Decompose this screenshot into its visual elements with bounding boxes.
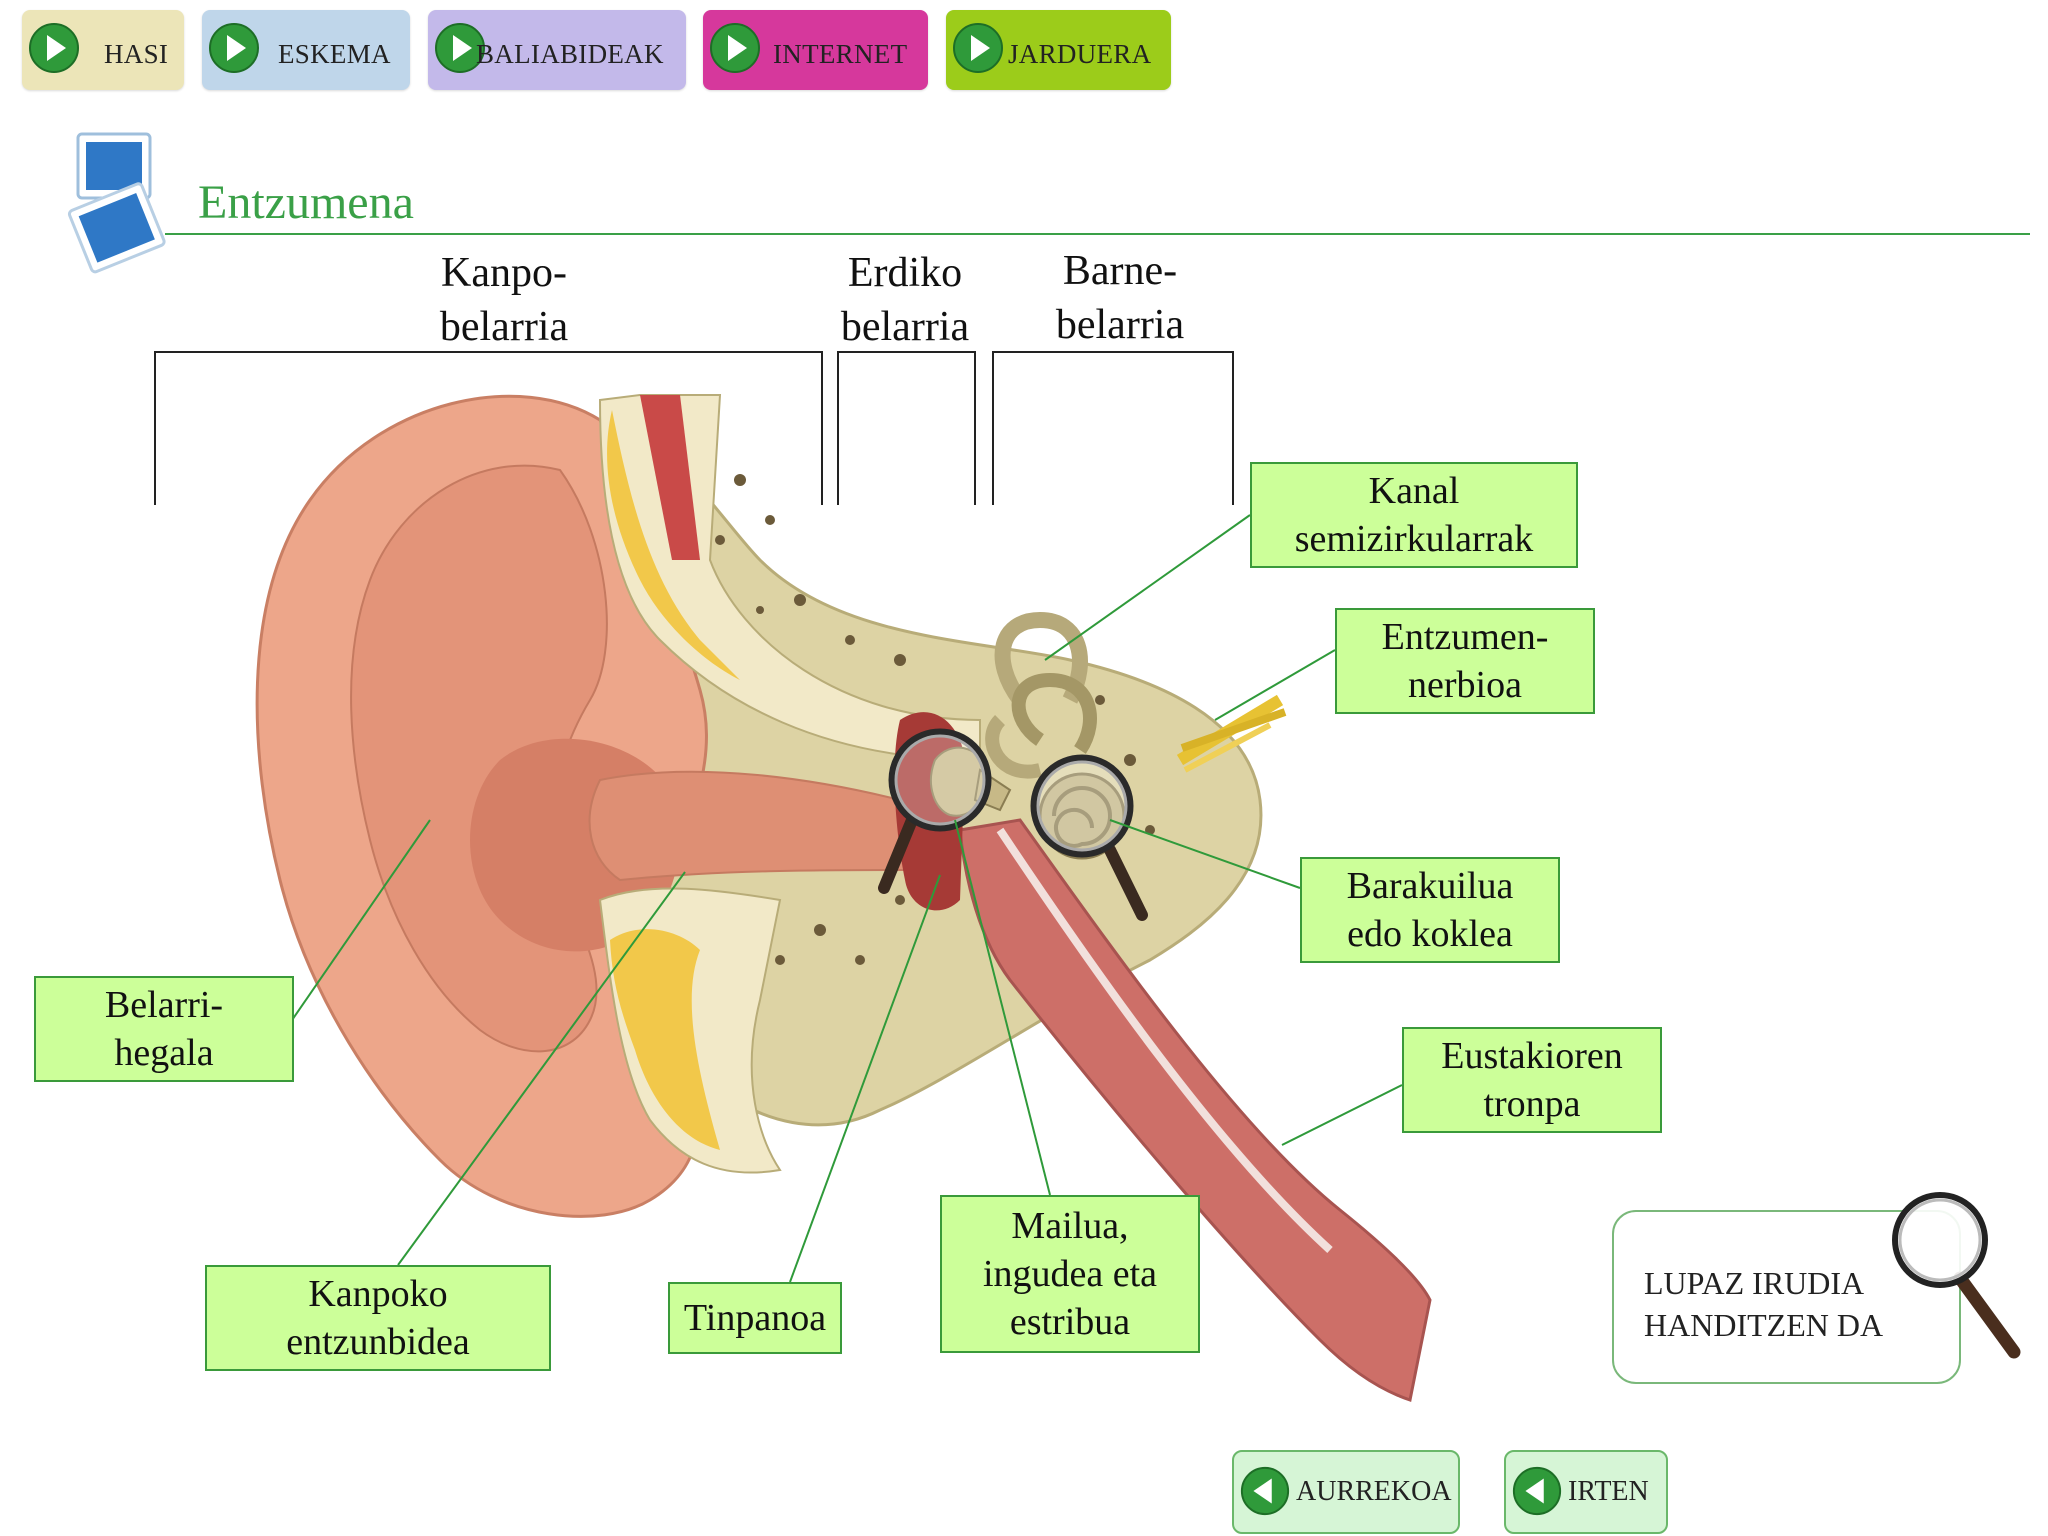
nav-jarduera-button[interactable]: JARDUERA <box>946 10 1171 90</box>
nav-eskema-button[interactable]: ESKEMA <box>202 10 410 90</box>
nav-baliabideak-button[interactable]: BALIABIDEAK <box>428 10 686 90</box>
header-middle-ear: Erdiko belarria <box>840 250 970 350</box>
back-button-label: AURREKOA <box>1296 1476 1452 1507</box>
back-button[interactable]: AURREKOA <box>1232 1450 1460 1534</box>
label-auditory-nerve: Entzumen- nerbioa <box>1335 608 1595 714</box>
play-icon <box>953 23 1003 73</box>
header-outer-ear: Kanpo- belarria <box>439 250 569 350</box>
title-divider <box>165 233 2030 235</box>
back-arrow-icon <box>1512 1466 1562 1516</box>
play-icon <box>435 23 485 73</box>
label-semicircular-canals: Kanal semizirkularrak <box>1250 462 1578 568</box>
nav-label: ESKEMA <box>278 39 391 69</box>
back-arrow-icon <box>1240 1466 1290 1516</box>
magnifier-icon[interactable] <box>878 728 992 894</box>
nav-internet-button[interactable]: INTERNET <box>703 10 928 90</box>
play-icon <box>209 23 259 73</box>
magnifier-icon[interactable] <box>1030 754 1148 921</box>
exit-button-label: IRTEN <box>1568 1476 1649 1507</box>
label-ear-canal: Kanpoko entzunbidea <box>205 1265 551 1371</box>
label-pinna: Belarri- hegala <box>34 976 294 1082</box>
label-cochlea: Barakuilua edo koklea <box>1300 857 1560 963</box>
magnifier-icon <box>1892 1192 2021 1359</box>
slides-icon <box>67 132 166 274</box>
label-ossicles: Mailua, ingudea eta estribua <box>940 1195 1200 1353</box>
nav-hasi-button[interactable]: HASI <box>22 10 184 90</box>
nav-label: INTERNET <box>773 39 908 69</box>
nav-label: HASI <box>104 39 169 69</box>
exit-button[interactable]: IRTEN <box>1504 1450 1668 1534</box>
header-inner-ear: Barne- belarria <box>1055 248 1185 348</box>
nav-label: JARDUERA <box>1008 39 1152 69</box>
play-icon <box>710 23 760 73</box>
zoom-hint-text: LUPAZ IRUDIA HANDITZEN DA <box>1644 1265 1884 1343</box>
label-eustachian-tube: Eustakioren tronpa <box>1402 1027 1662 1133</box>
label-eardrum: Tinpanoa <box>668 1282 842 1354</box>
page-title: Entzumena <box>198 176 414 229</box>
nav-label: BALIABIDEAK <box>476 39 664 69</box>
play-icon <box>29 23 79 73</box>
